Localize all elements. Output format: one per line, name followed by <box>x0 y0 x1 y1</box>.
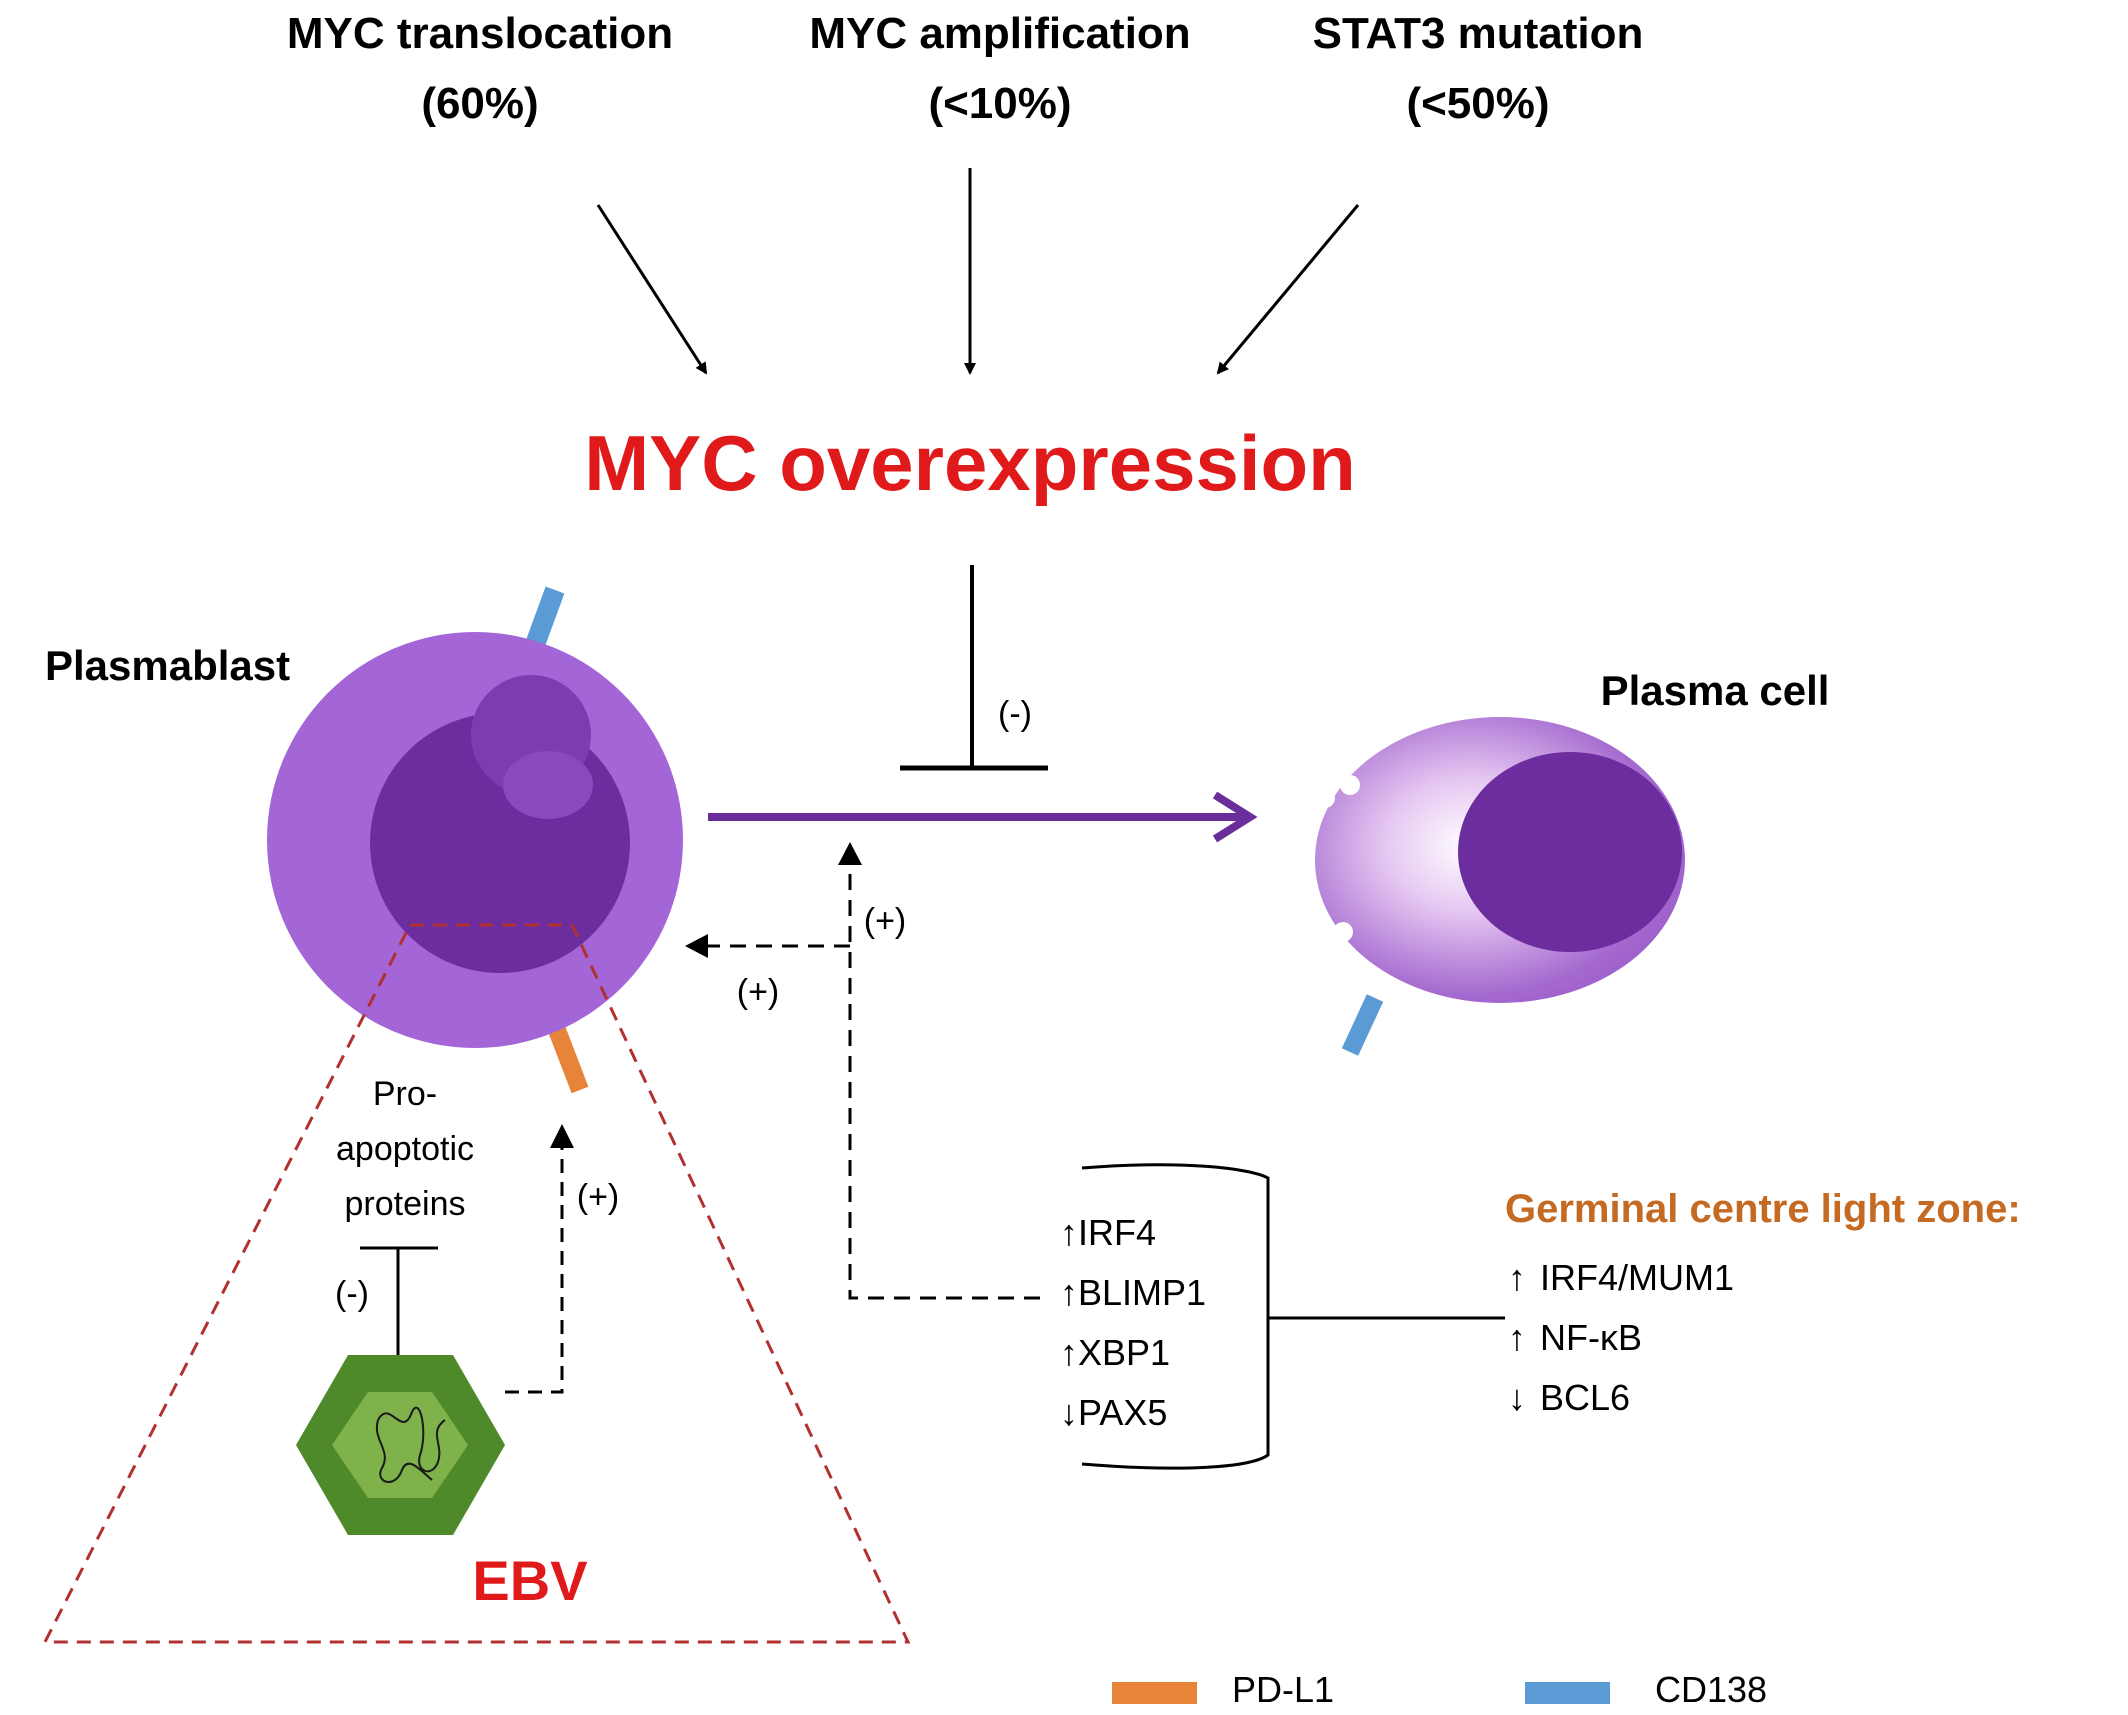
factor-name: PAX5 <box>1078 1392 1167 1433</box>
dashed-feedback-path <box>685 842 1040 1300</box>
factor-name: BLIMP1 <box>1078 1272 1206 1313</box>
ebv-dashed-arrow <box>505 1124 574 1394</box>
driver-frequency: (<10%) <box>928 79 1071 128</box>
gc-item-name: IRF4/MUM1 <box>1540 1257 1734 1298</box>
legend-swatch-pd-l1 <box>1112 1682 1197 1704</box>
myc-overexpression-title: MYC overexpression <box>584 419 1356 507</box>
plasmablast-cell <box>267 586 683 1094</box>
factor-name: XBP1 <box>1078 1332 1170 1373</box>
gc-item-arrow: ↑ <box>1508 1317 1526 1358</box>
gc-item: ↑ NF-κB <box>1508 1317 1642 1358</box>
promote-sign-lower: (+) <box>737 973 780 1011</box>
arrow-stat3-to-myc <box>1216 204 1360 375</box>
plasma-cell <box>1315 717 1685 1056</box>
ebv-promote-sign: (+) <box>577 1178 620 1216</box>
arrow-translocation-to-myc <box>596 204 708 375</box>
factor-list: ↑IRF4 ↑BLIMP1 ↑XBP1 ↓PAX5 <box>1060 1212 1206 1433</box>
driver-frequency: (60%) <box>421 79 538 128</box>
gc-item-arrow: ↓ <box>1508 1377 1526 1418</box>
driver-myc-amplification: MYC amplification (<10%) <box>809 9 1190 128</box>
legend-swatch-cd138 <box>1525 1682 1610 1704</box>
ebv-inhibit-sign: (-) <box>335 1275 369 1313</box>
plasma-cell-label: Plasma cell <box>1601 667 1830 714</box>
factor-item: ↑IRF4 <box>1060 1212 1156 1253</box>
inhibition-sign: (-) <box>998 695 1032 733</box>
gc-item: ↓ BCL6 <box>1508 1377 1630 1418</box>
gc-item-name: BCL6 <box>1540 1377 1630 1418</box>
gc-light-zone-list: ↑ IRF4/MUM1 ↑ NF-κB ↓ BCL6 <box>1508 1257 1734 1418</box>
factor-item: ↑XBP1 <box>1060 1332 1170 1373</box>
cd138-receptor-plasma-cell <box>1341 994 1384 1056</box>
pd-l1-receptor <box>548 1026 589 1094</box>
differentiation-arrow <box>708 791 1258 843</box>
pro-apoptotic-line-2: apoptotic <box>336 1130 474 1168</box>
pro-apoptotic-line-1: Pro- <box>373 1075 437 1113</box>
factor-arrow: ↑ <box>1060 1272 1078 1313</box>
pro-apoptotic-line-3: proteins <box>345 1185 466 1223</box>
factor-name: IRF4 <box>1078 1212 1156 1253</box>
driver-name: MYC amplification <box>809 9 1190 58</box>
driver-name: MYC translocation <box>287 9 673 58</box>
cd138-receptor-plasmablast <box>523 586 565 654</box>
driver-stat3-mutation: STAT3 mutation (<50%) <box>1313 9 1644 128</box>
ebv-label: EBV <box>472 1549 587 1612</box>
factor-item: ↓PAX5 <box>1060 1392 1167 1433</box>
ebv-zoom-triangle <box>42 923 911 1644</box>
factor-item: ↑BLIMP1 <box>1060 1272 1206 1313</box>
factor-arrow: ↑ <box>1060 1212 1078 1253</box>
gc-light-zone-title: Germinal centre light zone: <box>1505 1187 2021 1231</box>
driver-frequency: (<50%) <box>1406 79 1549 128</box>
gc-item-arrow: ↑ <box>1508 1257 1526 1298</box>
factor-arrow: ↓ <box>1060 1392 1078 1433</box>
ebv-virus-icon <box>296 1355 505 1535</box>
legend-label-pd-l1: PD-L1 <box>1232 1669 1334 1710</box>
legend: PD-L1 CD138 <box>1112 1669 1767 1710</box>
legend-label-cd138: CD138 <box>1655 1669 1767 1710</box>
gc-item: ↑ IRF4/MUM1 <box>1508 1257 1734 1298</box>
driver-myc-translocation: MYC translocation (60%) <box>287 9 673 128</box>
driver-name: STAT3 mutation <box>1313 9 1644 58</box>
plasmablast-label: Plasmablast <box>45 642 290 689</box>
factor-arrow: ↑ <box>1060 1332 1078 1373</box>
promote-sign-upper: (+) <box>864 902 907 940</box>
gc-item-name: NF-κB <box>1540 1317 1642 1358</box>
